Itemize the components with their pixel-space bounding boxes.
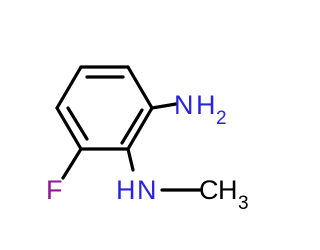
bond-to-nh (126, 147, 135, 172)
amine-group-label: N H 2 (174, 90, 227, 129)
nh-n-label: N (137, 175, 157, 205)
ring-bond-top-left (55, 65, 83, 110)
structure-canvas: N H 2 F H N C H 3 (46, 65, 249, 214)
benzene-ring (55, 65, 154, 151)
methyl-subscript: 3 (238, 193, 249, 214)
bond-to-fluorine (61, 147, 83, 180)
nh-group-label: H N (116, 175, 157, 205)
ring-double-bond-right (120, 108, 144, 145)
ring-bond-top-right (126, 65, 154, 110)
ring-bond-bottom-right (126, 106, 154, 151)
ring-bond-bottom-left (55, 106, 83, 151)
fluorine-label: F (46, 175, 63, 205)
methyl-c-label: C (199, 175, 219, 205)
amine-subscript: 2 (216, 108, 227, 129)
bond-to-amine (150, 102, 178, 110)
methyl-h-label: H (218, 175, 238, 205)
methyl-group-label: C H 3 (199, 175, 249, 214)
molecule-drawing: N H 2 F H N C H 3 (46, 65, 249, 214)
nh-h-label: H (116, 175, 136, 205)
amine-h-label: H (196, 90, 216, 120)
ring-double-bond-left (66, 106, 89, 141)
amine-n-label: N (174, 90, 194, 120)
